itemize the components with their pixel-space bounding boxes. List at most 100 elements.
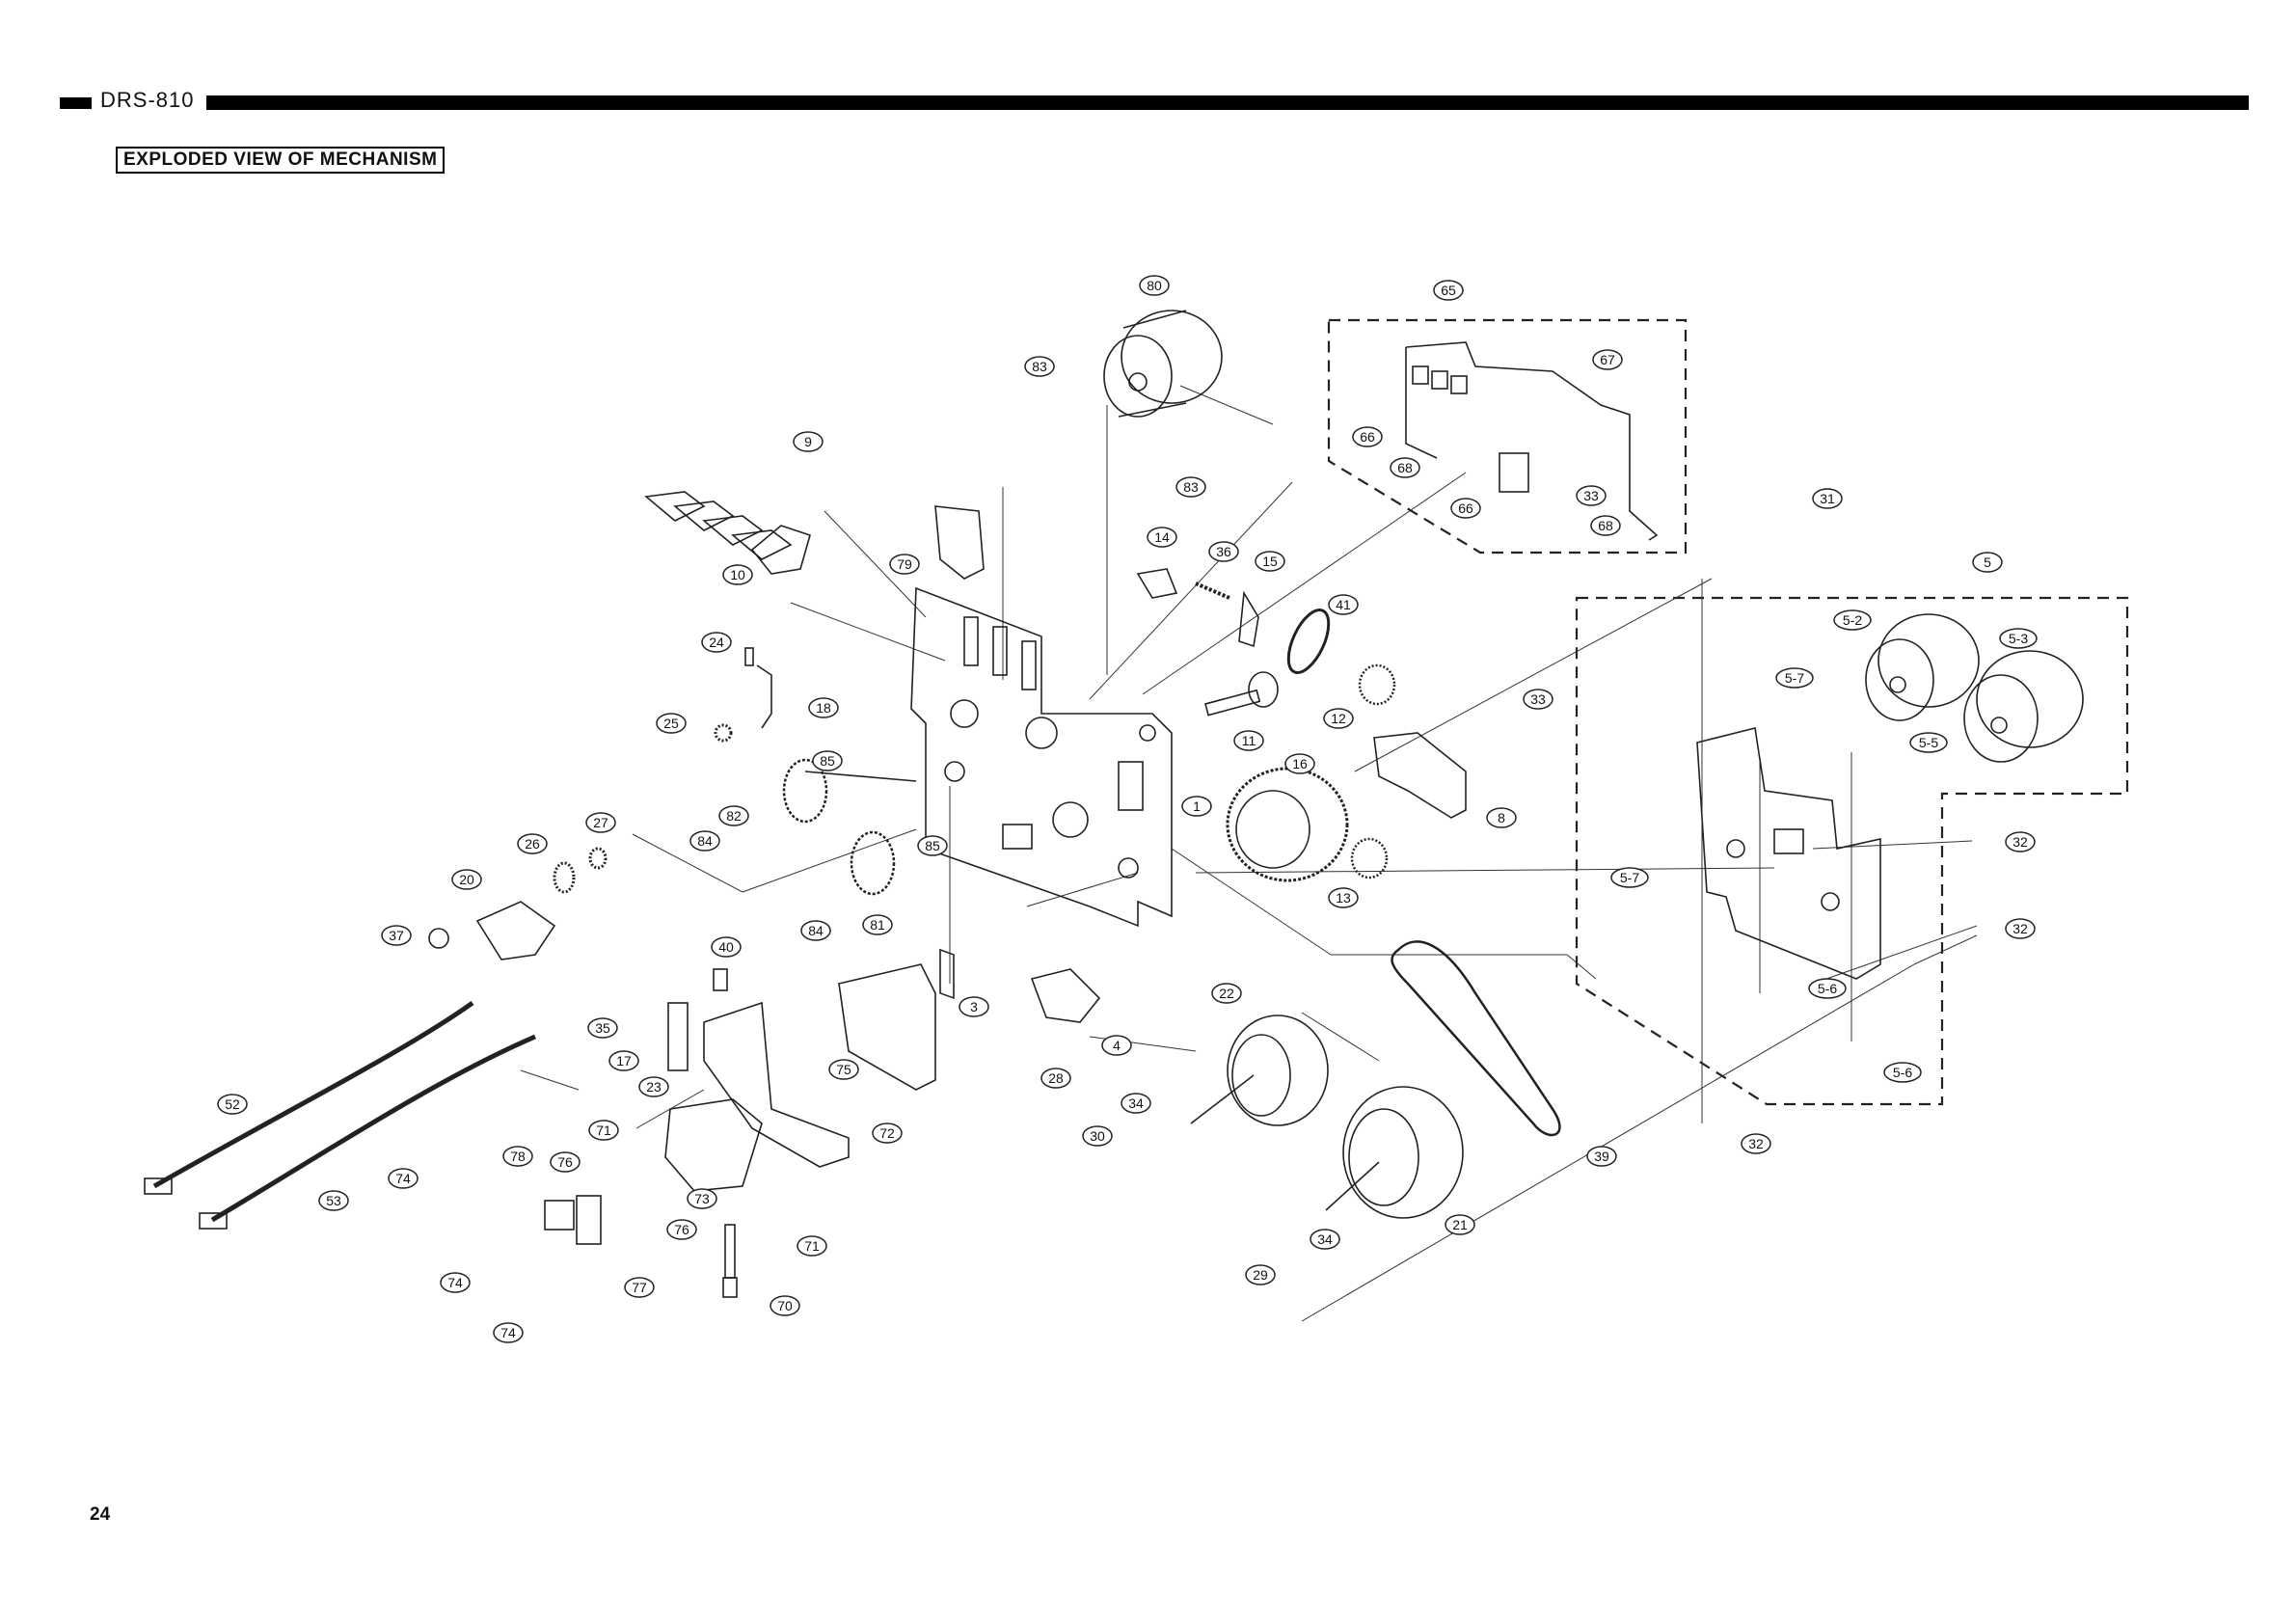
callout-label: 32 xyxy=(2012,921,2028,936)
callout-label: 37 xyxy=(389,928,404,943)
callout-71: 71 xyxy=(589,1121,618,1140)
flywheel-22 xyxy=(1191,1015,1328,1125)
capstan-11 xyxy=(1205,672,1278,716)
callout-78: 78 xyxy=(503,1147,532,1166)
callout-label: 20 xyxy=(459,872,474,887)
callout-5-6: 5-6 xyxy=(1809,979,1846,998)
callout-71: 71 xyxy=(797,1236,826,1256)
callout-66: 66 xyxy=(1353,427,1382,446)
callout-label: 28 xyxy=(1048,1070,1064,1086)
motor-5-3 xyxy=(1964,651,2083,762)
callout-72: 72 xyxy=(873,1123,902,1143)
callout-30: 30 xyxy=(1083,1126,1112,1146)
callout-21: 21 xyxy=(1445,1215,1474,1234)
callout-5: 5 xyxy=(1973,553,2002,572)
callout-36: 36 xyxy=(1209,542,1238,561)
callout-73: 73 xyxy=(688,1189,716,1208)
callout-label: 3 xyxy=(970,999,978,1014)
callout-label: 68 xyxy=(1598,518,1613,533)
callout-label: 83 xyxy=(1032,359,1047,374)
callout-68: 68 xyxy=(1591,516,1620,535)
callout-label: 68 xyxy=(1397,460,1413,475)
callout-23: 23 xyxy=(639,1077,668,1096)
motor-80 xyxy=(1104,311,1222,417)
callout-18: 18 xyxy=(809,698,838,717)
callout-34: 34 xyxy=(1310,1230,1339,1249)
callout-22: 22 xyxy=(1212,984,1241,1003)
callout-label: 80 xyxy=(1147,278,1162,293)
gear-12 xyxy=(1360,665,1394,704)
callout-label: 65 xyxy=(1441,283,1456,298)
bracket-8 xyxy=(1374,733,1466,818)
callout-4: 4 xyxy=(1102,1036,1131,1055)
callout-34: 34 xyxy=(1121,1094,1150,1113)
callout-label: 66 xyxy=(1458,500,1473,516)
callout-label: 78 xyxy=(510,1149,526,1164)
callout-28: 28 xyxy=(1041,1068,1070,1088)
callout-label: 22 xyxy=(1219,986,1234,1001)
callout-76: 76 xyxy=(551,1152,580,1172)
callout-label: 18 xyxy=(816,700,831,716)
callout-5-7: 5-7 xyxy=(1611,868,1648,887)
callout-label: 13 xyxy=(1336,890,1351,906)
callout-label: 17 xyxy=(616,1053,632,1068)
motor-5-2 xyxy=(1866,614,1979,720)
callout-label: 85 xyxy=(925,838,940,853)
callout-31: 31 xyxy=(1813,489,1842,508)
callout-label: 39 xyxy=(1594,1149,1609,1164)
gear-16 xyxy=(1228,769,1347,880)
callout-70: 70 xyxy=(770,1296,799,1315)
callout-33: 33 xyxy=(1524,690,1553,709)
callout-5-2: 5-2 xyxy=(1834,610,1871,630)
callout-label: 41 xyxy=(1336,597,1351,612)
callout-79: 79 xyxy=(890,555,919,574)
part-79 xyxy=(935,506,984,579)
belt-41 xyxy=(1281,605,1337,679)
callout-label: 66 xyxy=(1360,429,1375,445)
callout-35: 35 xyxy=(588,1018,617,1038)
callout-label: 14 xyxy=(1154,529,1170,545)
callout-label: 5 xyxy=(1984,555,1991,570)
callout-label: 24 xyxy=(709,635,724,650)
parts-20-26-27 xyxy=(429,849,606,960)
callout-label: 73 xyxy=(694,1191,710,1206)
callout-26: 26 xyxy=(518,834,547,853)
callout-5-7: 5-7 xyxy=(1776,668,1813,688)
callout-76: 76 xyxy=(667,1220,696,1239)
callout-80: 80 xyxy=(1140,276,1169,295)
callout-label: 75 xyxy=(836,1062,851,1077)
callout-label: 67 xyxy=(1600,352,1615,367)
callout-14: 14 xyxy=(1148,527,1176,547)
callout-label: 74 xyxy=(395,1171,411,1186)
callout-label: 27 xyxy=(593,815,608,830)
callout-label: 5-7 xyxy=(1785,670,1804,686)
callout-37: 37 xyxy=(382,926,411,945)
flywheel-21 xyxy=(1326,1087,1463,1218)
callout-layer: 8083836566676866336891079143615413155-25… xyxy=(218,276,2037,1342)
callout-41: 41 xyxy=(1329,595,1358,614)
callout-label: 71 xyxy=(804,1238,820,1254)
callout-label: 81 xyxy=(870,917,885,933)
callout-67: 67 xyxy=(1593,350,1622,369)
callout-label: 84 xyxy=(697,833,713,849)
callout-label: 71 xyxy=(596,1123,611,1138)
belt-39 xyxy=(1391,941,1559,1135)
callout-label: 30 xyxy=(1090,1128,1105,1144)
callout-label: 35 xyxy=(595,1020,610,1036)
callout-label: 53 xyxy=(326,1193,341,1208)
callout-33: 33 xyxy=(1577,486,1606,505)
callout-label: 21 xyxy=(1452,1217,1468,1232)
parts-24-25-18 xyxy=(716,648,771,741)
gear-81 xyxy=(851,832,894,894)
callout-32: 32 xyxy=(1742,1134,1770,1153)
callout-52: 52 xyxy=(218,1095,247,1114)
callout-13: 13 xyxy=(1329,888,1358,907)
callout-label: 74 xyxy=(447,1275,463,1290)
callout-label: 5-2 xyxy=(1843,612,1862,628)
callout-label: 15 xyxy=(1262,554,1278,569)
callout-label: 40 xyxy=(718,939,734,955)
callout-label: 8 xyxy=(1498,810,1505,825)
callout-68: 68 xyxy=(1391,458,1419,477)
callout-label: 83 xyxy=(1183,479,1199,495)
